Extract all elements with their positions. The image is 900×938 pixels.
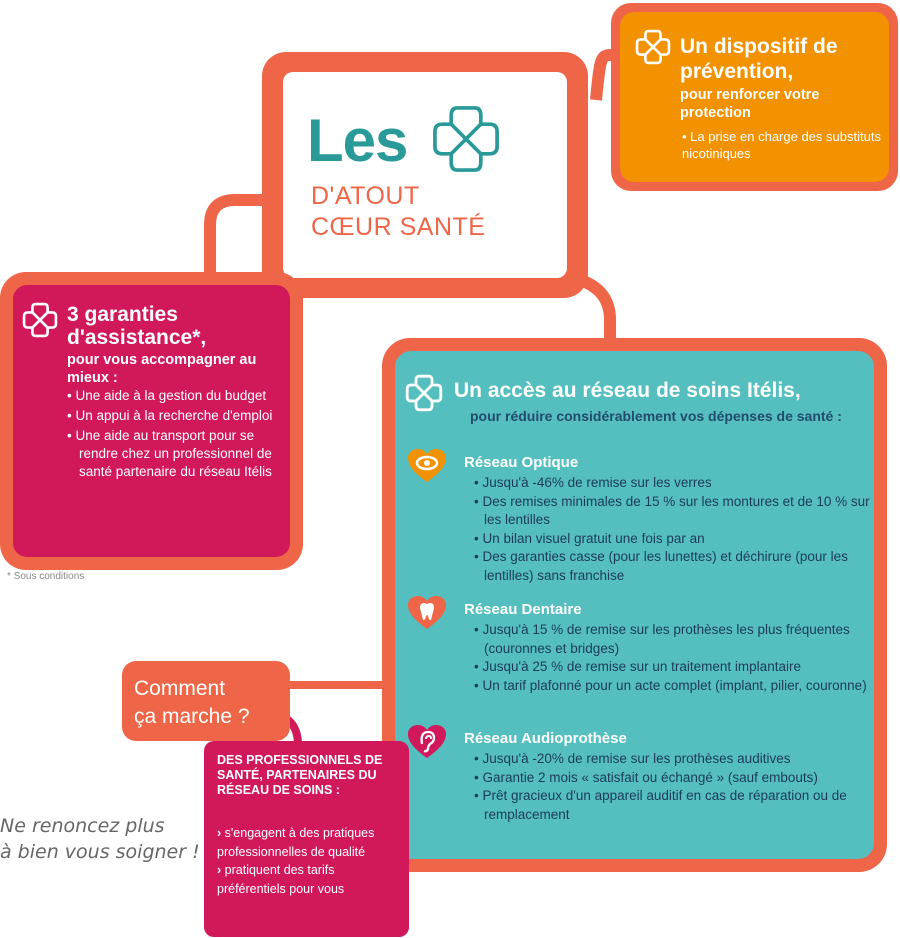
how-it-works-text: Comment ça marche ? (134, 675, 250, 731)
logo-subtitle-line2: CŒUR SANTÉ (311, 213, 486, 241)
how-it-works-bubble: Comment ça marche ? (122, 661, 290, 741)
prevention-subtitle: pour renforcer votre protection (680, 87, 820, 121)
list-item: • Garantie 2 mois « satisfait ou échangé… (474, 769, 818, 785)
list-item: • Des remises minimales de 15 % sur les … (474, 493, 870, 528)
medical-cross-icon (22, 302, 58, 338)
list-item: • Des garanties casse (pour les lunettes… (474, 549, 848, 583)
network-dentaire: Réseau Dentaire • Jusqu'à 15 % de remise… (407, 595, 867, 720)
prevention-title: Un dispositif de prévention, (680, 35, 838, 83)
tagline: Ne renoncez plus à bien vous soigner ! (0, 813, 205, 865)
medical-cross-icon (405, 374, 443, 412)
tooth-icon (408, 596, 446, 629)
tagline-line1: Ne renoncez plus (0, 815, 165, 837)
list-item: • Prêt gracieux d'un appareil auditif en… (474, 788, 847, 822)
network-dentaire-title: Réseau Dentaire (464, 601, 582, 618)
logo-les-text: Les (307, 107, 408, 174)
professionals-list: › s'engagent à des pratiques professionn… (217, 824, 402, 898)
footnote: * Sous conditions (7, 571, 85, 582)
prevention-bullet: • La prise en charge des substituts nico… (682, 129, 881, 161)
network-audio: Réseau Audioprothèse • Jusqu'à -20% de r… (407, 724, 867, 834)
network-audio-title: Réseau Audioprothèse (464, 730, 627, 747)
chevron-right-icon: › (217, 863, 222, 877)
tagline-line2: à bien vous soigner ! (0, 841, 200, 863)
prevention-card-frame: Un dispositif de prévention, pour renfor… (611, 3, 898, 191)
assistance-title: 3 garanties d'assistance*, (67, 303, 207, 349)
list-item: › pratiquent des tarifs préférentiels po… (217, 863, 345, 896)
logo: Les D'ATOUT CŒUR SANTÉ (283, 72, 567, 278)
network-title: Un accès au réseau de soins Itélis, (454, 379, 801, 402)
list-item: • Jusqu'à -46% de remise sur les verres (474, 475, 712, 490)
network-dentaire-list: • Jusqu'à 15 % de remise sur les prothès… (474, 621, 874, 695)
medical-cross-icon (635, 29, 671, 65)
assistance-subtitle: pour vous accompagner au mieux : (67, 352, 257, 386)
network-optique: Réseau Optique • Jusqu'à -46% de remise … (407, 448, 870, 593)
how-it-works-line1: Comment (134, 677, 226, 700)
network-audio-list: • Jusqu'à -20% de remise sur les prothès… (474, 750, 874, 824)
assistance-card: 3 garanties d'assistance*, pour vous acc… (13, 285, 290, 557)
ear-icon (408, 725, 446, 758)
list-item: • Un tarif plafonné pour un acte complet… (474, 677, 867, 693)
professionals-title: DES PROFESSIONNELS DE SANTÉ, PARTENAIRES… (217, 753, 383, 797)
network-card: Un accès au réseau de soins Itélis, pour… (395, 351, 874, 859)
chevron-right-icon: › (217, 826, 222, 840)
network-optique-list: • Jusqu'à -46% de remise sur les verres … (474, 474, 874, 585)
list-item: • Jusqu'à -20% de remise sur les prothès… (474, 751, 791, 766)
list-item: • Un bilan visuel gratuit une fois par a… (474, 530, 705, 546)
network-subtitle: pour réduire considérablement vos dépens… (470, 408, 842, 424)
medical-cross-icon (433, 106, 499, 172)
professionals-card: DES PROFESSIONNELS DE SANTÉ, PARTENAIRES… (204, 741, 409, 937)
how-it-works-line2: ça marche ? (134, 705, 250, 728)
network-card-frame: Un accès au réseau de soins Itélis, pour… (382, 338, 887, 872)
prevention-card: Un dispositif de prévention, pour renfor… (620, 12, 889, 182)
list-item: • Jusqu'à 15 % de remise sur les prothès… (474, 622, 850, 656)
list-item: › s'engagent à des pratiques professionn… (217, 826, 375, 859)
assistance-card-frame: 3 garanties d'assistance*, pour vous acc… (0, 272, 303, 570)
assistance-list: • Une aide à la gestion du budget • Un a… (67, 387, 287, 483)
eye-icon (408, 449, 446, 482)
network-optique-title: Réseau Optique (464, 454, 579, 471)
list-item: • Une aide au transport pour se rendre c… (67, 428, 272, 479)
logo-frame: Les D'ATOUT CŒUR SANTÉ (262, 52, 588, 298)
list-item: • Jusqu'à 25 % de remise sur un traiteme… (474, 659, 801, 674)
list-item: • Un appui à la recherche d'emploi (67, 408, 273, 423)
list-item: • Une aide à la gestion du budget (67, 388, 267, 403)
logo-subtitle-line1: D'ATOUT (311, 182, 420, 210)
